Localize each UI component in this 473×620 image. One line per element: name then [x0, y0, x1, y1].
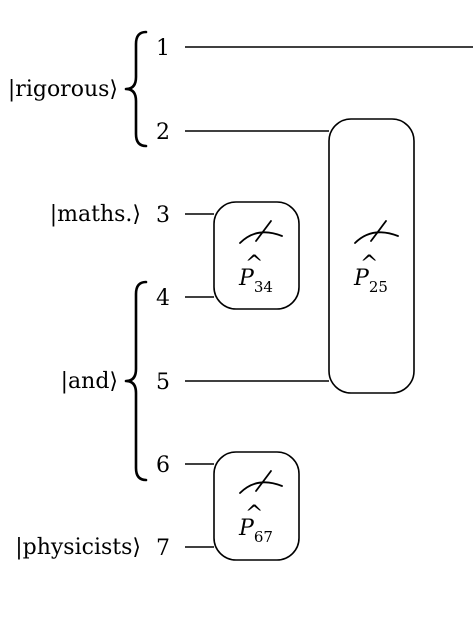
wire-number-4: 4	[156, 286, 170, 311]
wire-number-3: 3	[156, 203, 170, 228]
measurement-box-p34	[213, 201, 300, 310]
operator-subscript-p25: 25	[369, 278, 388, 296]
register-label-physicists: |physicists⟩	[15, 535, 141, 560]
operator-symbol-p67: P	[238, 516, 255, 541]
brace-rigorous	[124, 30, 148, 148]
measurement-p34: ^ P34	[213, 201, 300, 310]
hat-p67: ^	[245, 502, 263, 527]
register-label-maths: |maths.⟩	[50, 202, 141, 227]
operator-label-p34: P34	[238, 266, 273, 296]
register-label-and: |and⟩	[61, 369, 118, 394]
measurement-meter-icon	[239, 220, 283, 244]
operator-symbol-p25: P	[353, 266, 370, 291]
operator-label-p25: P25	[353, 266, 388, 296]
measurement-box-p25	[328, 118, 415, 394]
measurement-box-p67	[213, 451, 300, 561]
wire-number-2: 2	[156, 120, 170, 145]
hat-p34: ^	[245, 252, 263, 277]
wire-number-5: 5	[156, 370, 170, 395]
operator-subscript-p34: 34	[254, 278, 273, 296]
measurement-p25: ^ P25	[328, 118, 415, 394]
brace-and	[124, 280, 148, 482]
operator-symbol-p34: P	[238, 266, 255, 291]
wire-number-6: 6	[156, 453, 170, 478]
operator-label-p67: P67	[238, 516, 273, 546]
register-label-rigorous: |rigorous⟩	[8, 77, 118, 102]
operator-subscript-p67: 67	[254, 528, 273, 546]
wire-number-7: 7	[156, 536, 170, 561]
measurement-meter-icon	[239, 470, 283, 494]
measurement-meter-icon	[354, 220, 399, 244]
hat-p25: ^	[360, 252, 378, 277]
wire-number-1: 1	[156, 36, 170, 61]
measurement-p67: ^ P67	[213, 451, 300, 561]
